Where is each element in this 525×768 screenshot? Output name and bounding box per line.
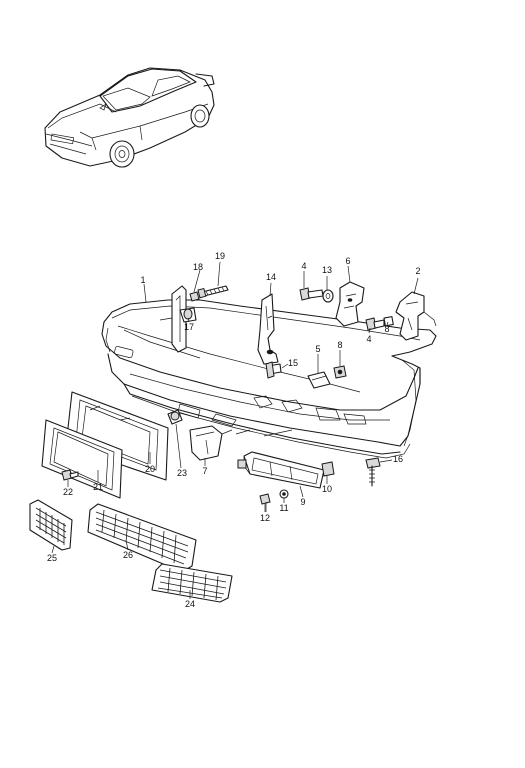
tow-bracket-7 [189, 425, 233, 461]
nut-8a [333, 365, 347, 379]
bracket-14 [257, 293, 279, 365]
callout-14: 14 [266, 272, 276, 282]
callout-22: 22 [63, 487, 73, 497]
plate-5 [307, 371, 331, 389]
bolt-4a [299, 287, 324, 301]
callout-7: 7 [202, 466, 207, 476]
callout-4b: 4 [366, 334, 371, 344]
bolt-19 [197, 285, 229, 299]
callout-25: 25 [47, 553, 57, 563]
license-frame-20 [65, 391, 169, 481]
callout-20: 20 [145, 464, 155, 474]
screw-12 [259, 493, 271, 512]
bracket-left [159, 285, 187, 353]
license-frame-21 [41, 419, 123, 499]
fog-lamp-9 [237, 451, 325, 489]
screw-22 [61, 469, 79, 481]
callout-17: 17 [184, 322, 194, 332]
screw-15 [265, 361, 282, 379]
callout-4a: 4 [301, 261, 306, 271]
callout-24: 24 [185, 599, 195, 609]
callout-9: 9 [300, 497, 305, 507]
clip-23 [167, 409, 183, 425]
clip-17 [179, 307, 197, 323]
bracket-6 [335, 281, 365, 327]
callout-8a: 8 [337, 340, 342, 350]
callout-23: 23 [177, 468, 187, 478]
callout-13: 13 [322, 265, 332, 275]
callout-5: 5 [315, 344, 320, 354]
callout-labels: 1 2 4 4 5 6 7 8 8 9 10 11 12 13 14 15 16… [47, 251, 421, 609]
callout-21: 21 [93, 482, 103, 492]
callout-11: 11 [279, 503, 288, 513]
callout-8b: 8 [384, 324, 389, 334]
callout-10: 10 [322, 484, 332, 494]
bolt-16 [365, 457, 381, 487]
nut-18 [189, 291, 200, 302]
grille-25 [29, 499, 73, 551]
grille-24 [151, 563, 233, 603]
leader-lines [51, 261, 419, 599]
washer-8b [383, 316, 394, 327]
callout-19: 19 [215, 251, 225, 261]
callout-26: 26 [123, 550, 133, 560]
bracket-2 [395, 291, 437, 341]
callout-2: 2 [415, 266, 420, 276]
callout-6: 6 [345, 256, 350, 266]
nut-11 [279, 489, 289, 499]
car-thumbnail [44, 67, 215, 168]
callout-12: 12 [260, 513, 270, 523]
callout-15: 15 [288, 358, 298, 368]
callout-16: 16 [393, 454, 403, 464]
washer-13 [322, 289, 334, 303]
bumper-cover [101, 299, 437, 459]
grille-26 [87, 503, 197, 573]
callout-18: 18 [193, 262, 203, 272]
clip-10 [321, 461, 335, 477]
bolt-4b [365, 317, 385, 331]
callout-1: 1 [140, 275, 145, 285]
